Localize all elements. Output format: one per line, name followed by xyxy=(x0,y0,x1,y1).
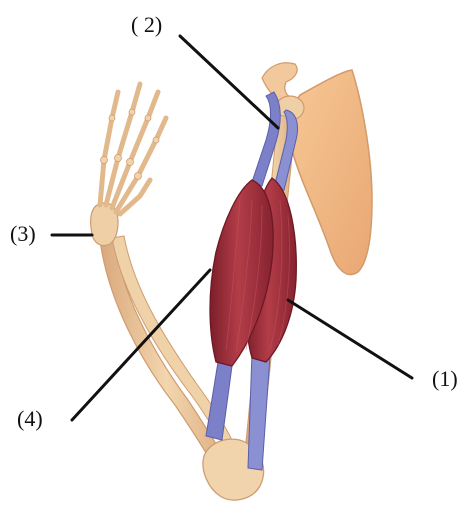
lower-tendon-left xyxy=(206,362,232,440)
leader-line-1 xyxy=(288,300,412,378)
label-4: (4) xyxy=(17,408,43,430)
scapula-bone xyxy=(290,70,372,275)
hand-bones xyxy=(100,84,166,214)
lower-tendon-right xyxy=(248,352,270,470)
label-1: (1) xyxy=(432,368,458,390)
label-2: ( 2) xyxy=(131,14,162,36)
label-3: (3) xyxy=(10,223,36,245)
